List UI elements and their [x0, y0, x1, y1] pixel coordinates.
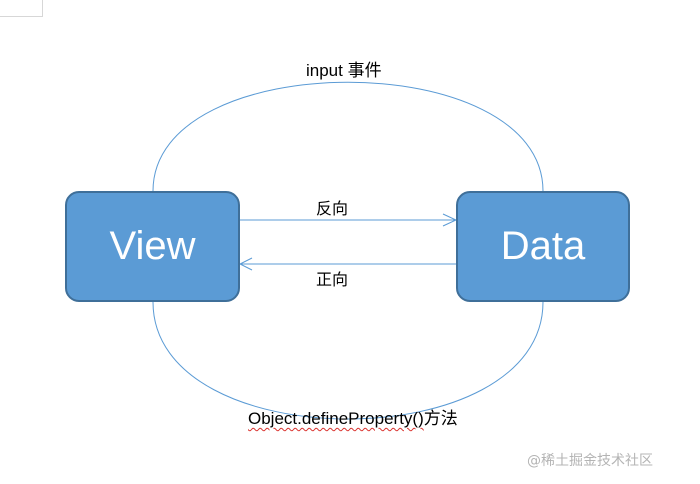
top-arc-label: input 事件 [306, 61, 382, 80]
view-node-label: View [109, 224, 196, 268]
bottom-arc-method: Object.defineProperty() [248, 409, 424, 428]
bottom-arc-connector [152, 301, 544, 420]
page-corner-mark [0, 0, 43, 17]
bottom-arc-suffix: 方法 [423, 409, 458, 428]
forward-arrow-head [238, 257, 253, 271]
bottom-arc-label: Object.defineProperty()方法 [248, 404, 458, 429]
data-node-label: Data [500, 224, 586, 268]
top-arc-connector [152, 81, 544, 192]
watermark: @稀土掘金技术社区 [527, 453, 653, 469]
data-node: Data [456, 191, 630, 302]
reverse-arrow-label: 反向 [316, 199, 349, 218]
view-node: View [65, 191, 240, 302]
forward-arrow-label: 正向 [316, 270, 349, 289]
